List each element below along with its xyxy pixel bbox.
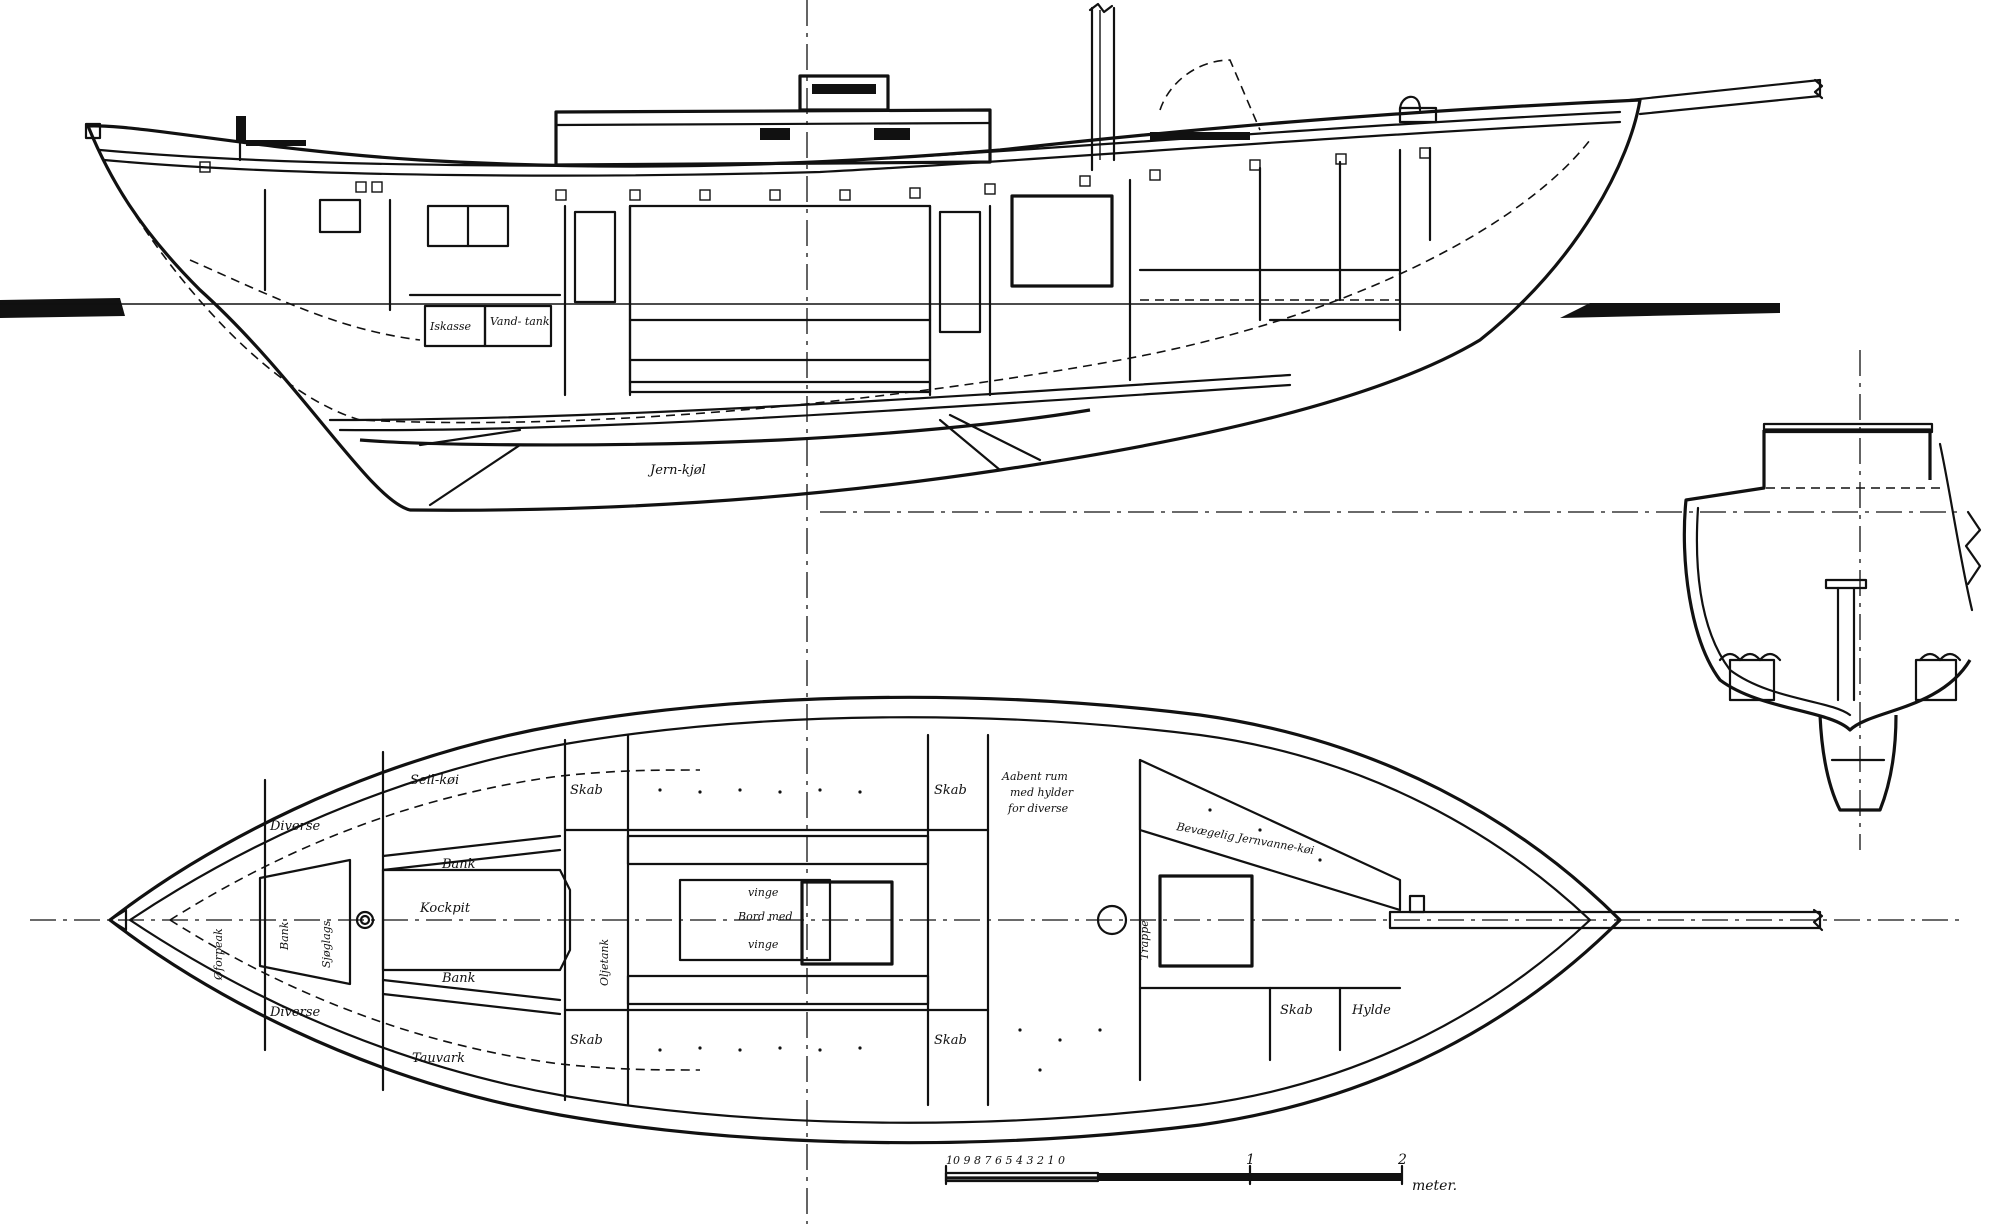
scale-tick-1: 1 [1246, 1152, 1255, 1168]
iron-keel [359, 408, 1091, 447]
label-sjoglags: Sjøglags [320, 920, 333, 968]
scale-ticks-small: 10 9 8 7 6 5 4 3 2 1 0 [946, 1154, 1065, 1167]
label-aabent-rum-2: med hylder [1010, 786, 1074, 799]
mast [1088, 2, 1116, 172]
label-tauvark: Tauvark [412, 1051, 465, 1066]
label-diverse-top: Diverse [269, 819, 321, 834]
label-jernkjol: Jern-kjøl [647, 463, 706, 478]
label-trappe: Trappe [1138, 920, 1151, 960]
label-aabent-rum-3: for diverse [1007, 802, 1069, 815]
label-diverse-bottom: Diverse [269, 1005, 321, 1020]
coach-roof [554, 74, 992, 167]
label-skab-bl: Skab [570, 1033, 603, 1048]
bowsprit [1398, 78, 1824, 124]
label-bevaegelig: Bevægelig Jernvanne-køi [1174, 820, 1315, 857]
label-seilkoi: Seil-køi [410, 773, 459, 788]
center-lines [30, 0, 1960, 1224]
interior-profile [263, 146, 1432, 397]
scale-tick-2: 2 [1397, 1152, 1407, 1168]
label-vinge-bottom: vinge [748, 938, 779, 951]
scale-unit: meter. [1412, 1178, 1457, 1194]
deck-beams [199, 147, 1431, 201]
label-aabent-rum-1: Aabent rum [1001, 770, 1068, 783]
plan-hull-outer [108, 695, 1622, 1145]
label-kockpit: Kockpit [419, 901, 471, 916]
stern-fitting [84, 116, 306, 162]
label-bord-med: Bord med [737, 910, 792, 923]
label-oljetank: Oljetank [598, 938, 611, 986]
label-bank-upper: Bank [441, 857, 476, 872]
label-hylde: Hylde [1351, 1003, 1391, 1018]
label-skab-br: Skab [934, 1033, 967, 1048]
label-vinge-top: vinge [748, 886, 779, 899]
label-vandtank: Vand- tank [490, 315, 550, 328]
waterline [0, 298, 1780, 318]
cushion-dots [658, 788, 1322, 1072]
label-skab-right: Skab [1280, 1003, 1313, 1018]
label-skab-tl: Skab [570, 783, 603, 798]
scale-bar: 10 9 8 7 6 5 4 3 2 1 0 1 2 meter. [944, 1152, 1457, 1194]
midship-section [1682, 422, 1982, 812]
label-skab-tr: Skab [934, 783, 967, 798]
side-profile: Iskasse Vand- tank Jern-kjøl [0, 2, 1824, 512]
label-forepeak: Øforpeak [212, 928, 225, 981]
plan-compartments [258, 733, 1402, 1107]
label-bank-lower: Bank [441, 971, 476, 986]
label-iskasse: Iskasse [429, 320, 472, 333]
label-bank-left: Bank [278, 921, 291, 951]
